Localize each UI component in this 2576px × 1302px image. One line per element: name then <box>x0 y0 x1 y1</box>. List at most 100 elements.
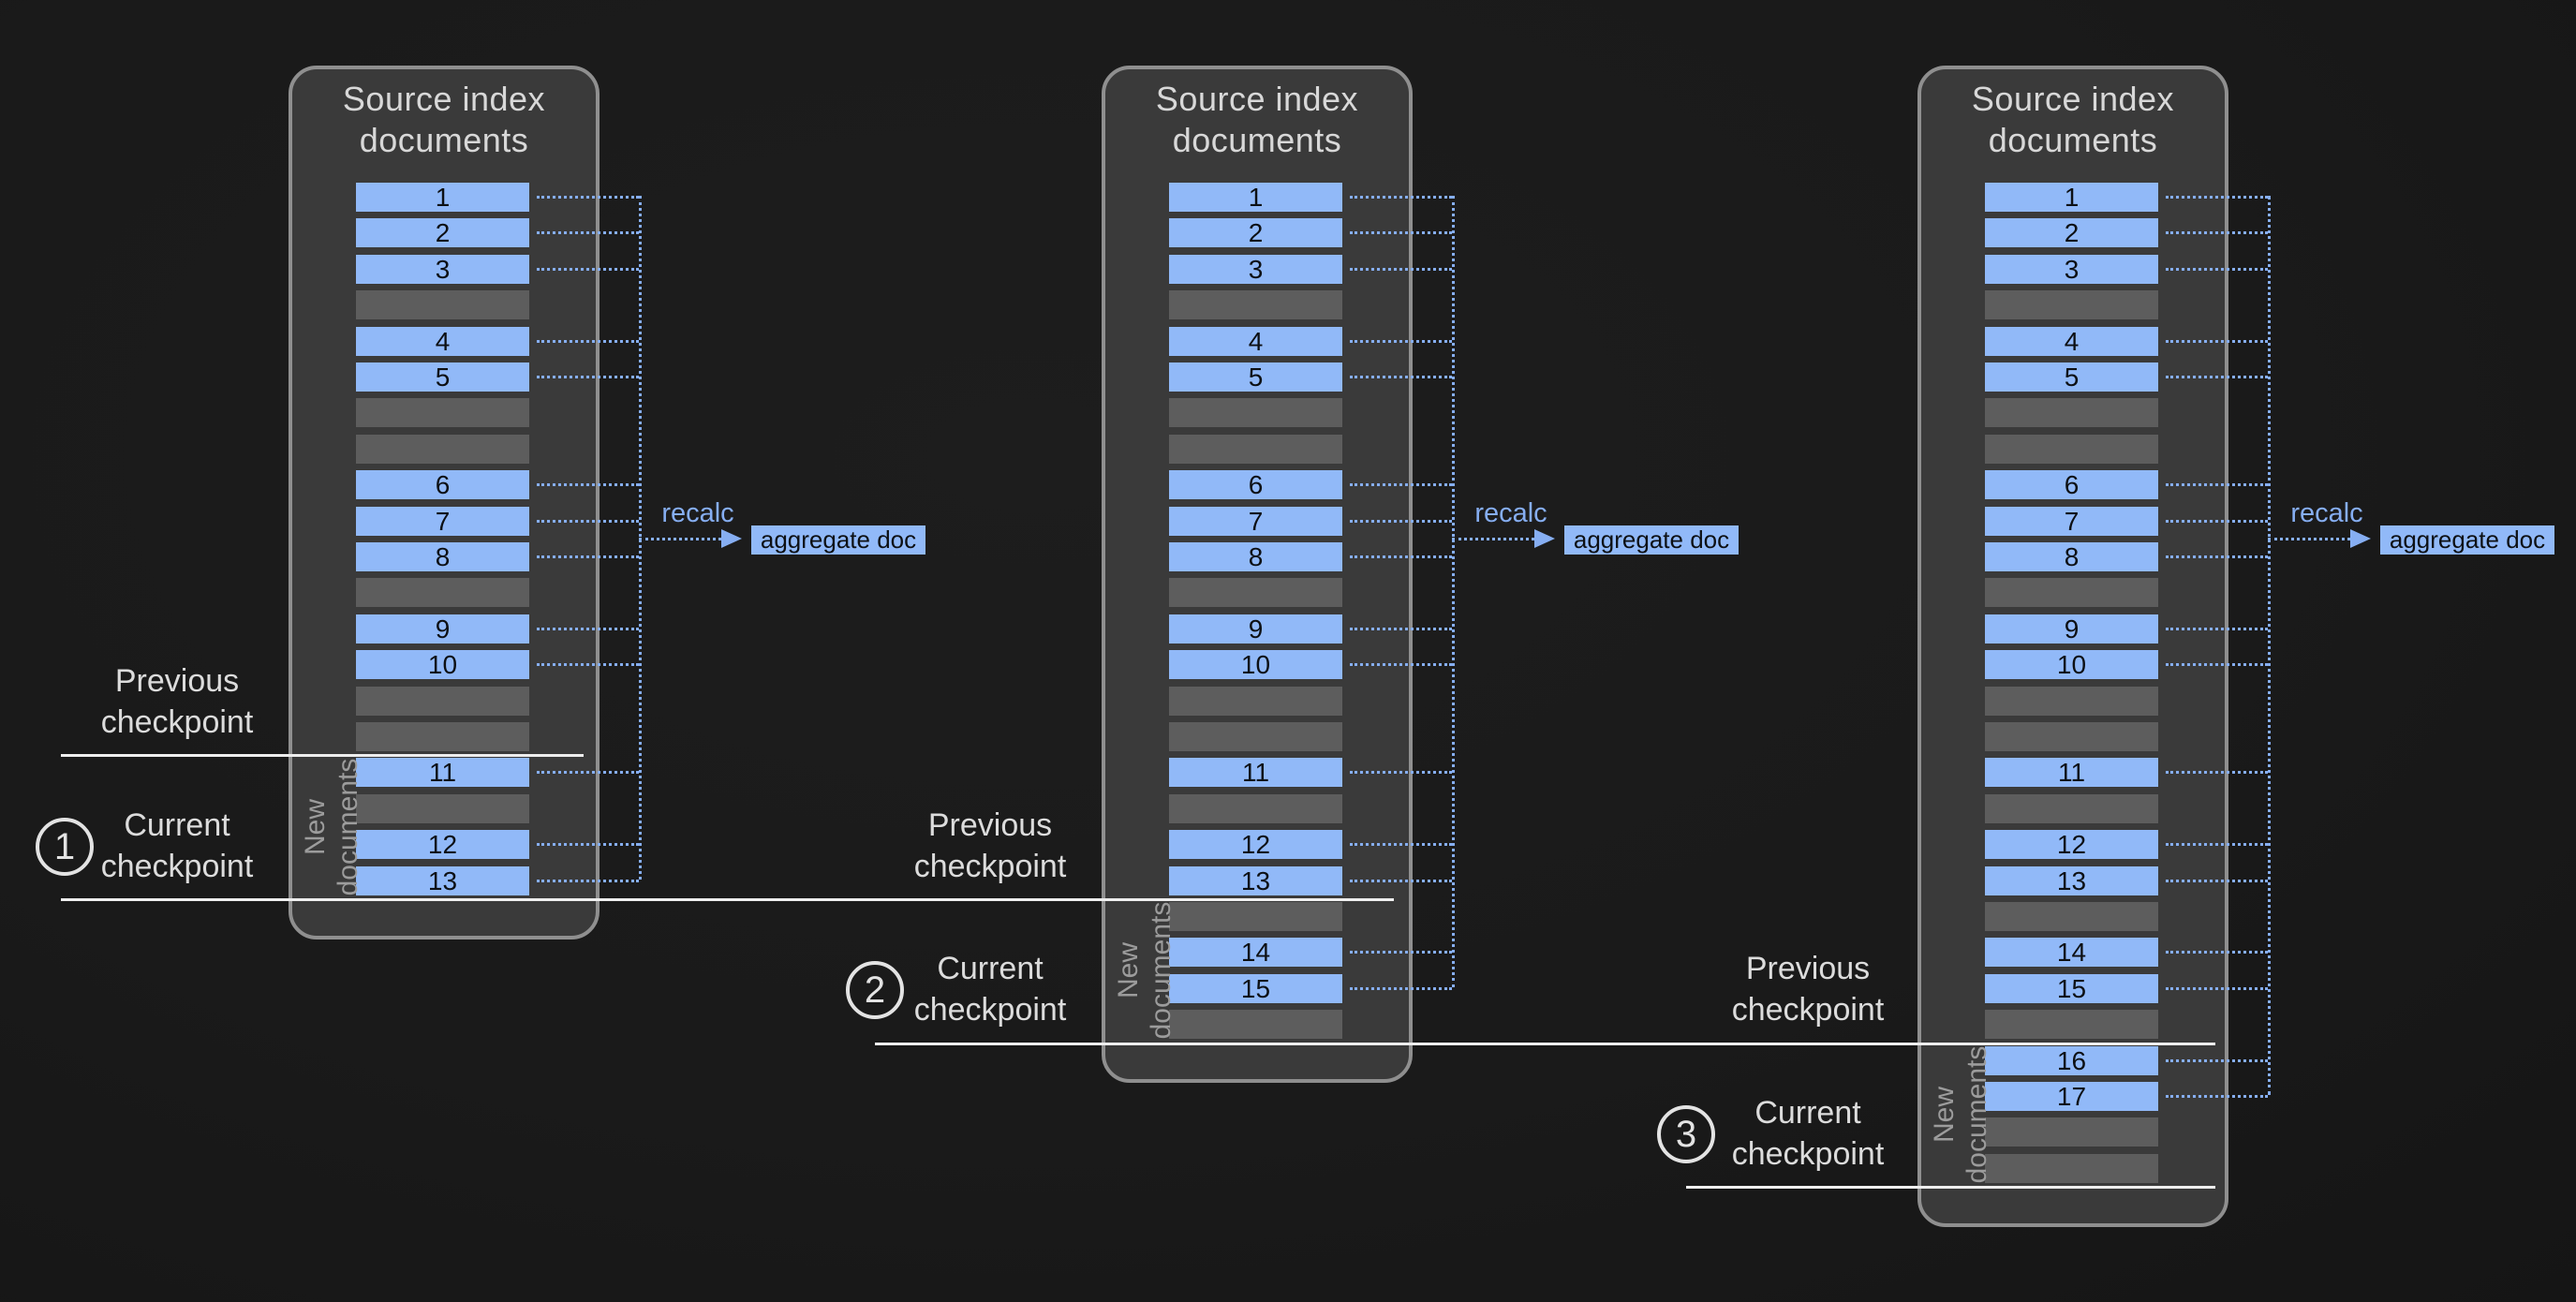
connector-dotted-line <box>1350 843 1452 846</box>
document-row: 13 <box>1169 866 1342 895</box>
aggregate-doc-box: aggregate doc <box>2380 525 2554 555</box>
previous-checkpoint-label-line: checkpoint <box>37 702 318 743</box>
document-row: 15 <box>1169 974 1342 1003</box>
new-documents-label-line: documents <box>1145 902 1177 1040</box>
arrowhead-icon <box>1534 529 1555 548</box>
document-row: 12 <box>356 830 529 859</box>
document-row: 2 <box>356 218 529 247</box>
checkpoint-line <box>1686 1186 2215 1189</box>
connector-dotted-line <box>2166 1059 2268 1062</box>
connector-dotted-line <box>2166 843 2268 846</box>
previous-checkpoint-label-line: checkpoint <box>1667 989 1948 1030</box>
recalc-label: recalc <box>646 498 749 529</box>
connector-dotted-line <box>537 520 639 523</box>
document-row: 12 <box>1985 830 2158 859</box>
connector-dotted-line <box>2166 663 2268 666</box>
step-number-badge: 3 <box>1657 1105 1715 1163</box>
document-row: 5 <box>356 362 529 392</box>
document-row: 2 <box>1985 218 2158 247</box>
previous-checkpoint-label: Previouscheckpoint <box>37 660 318 743</box>
recalc-arrow-line <box>639 538 721 540</box>
connector-dotted-line <box>1350 771 1452 774</box>
connector-dotted-line <box>2166 483 2268 486</box>
document-row: 15 <box>1985 974 2158 1003</box>
connector-dotted-line <box>1350 987 1452 990</box>
document-row: 6 <box>1985 470 2158 499</box>
empty-row <box>1985 722 2158 751</box>
panel-title: Source indexdocuments <box>1102 79 1413 161</box>
checkpoint-line <box>61 898 1394 901</box>
connector-dotted-line <box>537 483 639 486</box>
connector-dotted-line <box>1350 268 1452 271</box>
document-row: 1 <box>1985 183 2158 212</box>
empty-row <box>1169 290 1342 319</box>
empty-row <box>1985 398 2158 427</box>
document-row: 5 <box>1169 362 1342 392</box>
previous-checkpoint-label-line: Previous <box>850 805 1131 846</box>
step-number-badge: 1 <box>36 818 94 876</box>
empty-row <box>1169 902 1342 931</box>
connector-dotted-line <box>2166 951 2268 954</box>
empty-row <box>1169 578 1342 607</box>
connector-dotted-line <box>2166 231 2268 234</box>
connector-dotted-line <box>2166 340 2268 343</box>
document-row: 10 <box>1169 650 1342 679</box>
recalc-label: recalc <box>1459 498 1562 529</box>
connector-dotted-line <box>2166 880 2268 882</box>
document-row: 9 <box>1169 614 1342 644</box>
empty-row <box>356 290 529 319</box>
document-row: 6 <box>1169 470 1342 499</box>
document-row: 3 <box>1985 255 2158 284</box>
connector-dotted-line <box>1350 340 1452 343</box>
panel-title-line: Source index <box>289 79 600 120</box>
empty-row <box>356 398 529 427</box>
document-row: 14 <box>1169 938 1342 967</box>
checkpoint-line <box>61 754 584 757</box>
empty-row <box>1985 578 2158 607</box>
arrowhead-icon <box>2350 529 2371 548</box>
document-row: 14 <box>1985 938 2158 967</box>
previous-checkpoint-label: Previouscheckpoint <box>1667 948 1948 1030</box>
connector-dotted-line <box>1350 231 1452 234</box>
recalc-arrow-line <box>2268 538 2350 540</box>
connector-dotted-line <box>1350 376 1452 378</box>
empty-row <box>356 435 529 464</box>
document-row: 9 <box>356 614 529 644</box>
empty-row <box>1169 722 1342 751</box>
empty-row <box>1169 398 1342 427</box>
previous-checkpoint-label-line: Previous <box>1667 948 1948 989</box>
empty-row <box>1985 1117 2158 1147</box>
previous-checkpoint-label-line: checkpoint <box>850 846 1131 887</box>
arrowhead-icon <box>721 529 742 548</box>
connector-dotted-line <box>2166 196 2268 199</box>
document-row: 4 <box>1985 327 2158 356</box>
recalc-label: recalc <box>2275 498 2378 529</box>
document-row: 11 <box>356 758 529 787</box>
document-row: 3 <box>1169 255 1342 284</box>
connector-dotted-line <box>1350 520 1452 523</box>
document-row: 8 <box>1985 542 2158 571</box>
empty-row <box>1985 794 2158 823</box>
connector-dotted-line <box>537 268 639 271</box>
collector-line <box>1452 196 1455 987</box>
document-row: 12 <box>1169 830 1342 859</box>
document-row: 10 <box>356 650 529 679</box>
connector-dotted-line <box>2166 376 2268 378</box>
connector-dotted-line <box>1350 483 1452 486</box>
document-row: 7 <box>1985 507 2158 536</box>
connector-dotted-line <box>537 880 639 882</box>
previous-checkpoint-label: Previouscheckpoint <box>850 805 1131 887</box>
empty-row <box>1985 687 2158 716</box>
empty-row <box>1985 1010 2158 1039</box>
connector-dotted-line <box>1350 555 1452 558</box>
empty-row <box>1985 290 2158 319</box>
connector-dotted-line <box>2166 555 2268 558</box>
connector-dotted-line <box>537 663 639 666</box>
document-row: 8 <box>1169 542 1342 571</box>
panel-title-line: Source index <box>1102 79 1413 120</box>
connector-dotted-line <box>537 771 639 774</box>
document-row: 7 <box>1169 507 1342 536</box>
document-row: 3 <box>356 255 529 284</box>
connector-dotted-line <box>537 628 639 630</box>
